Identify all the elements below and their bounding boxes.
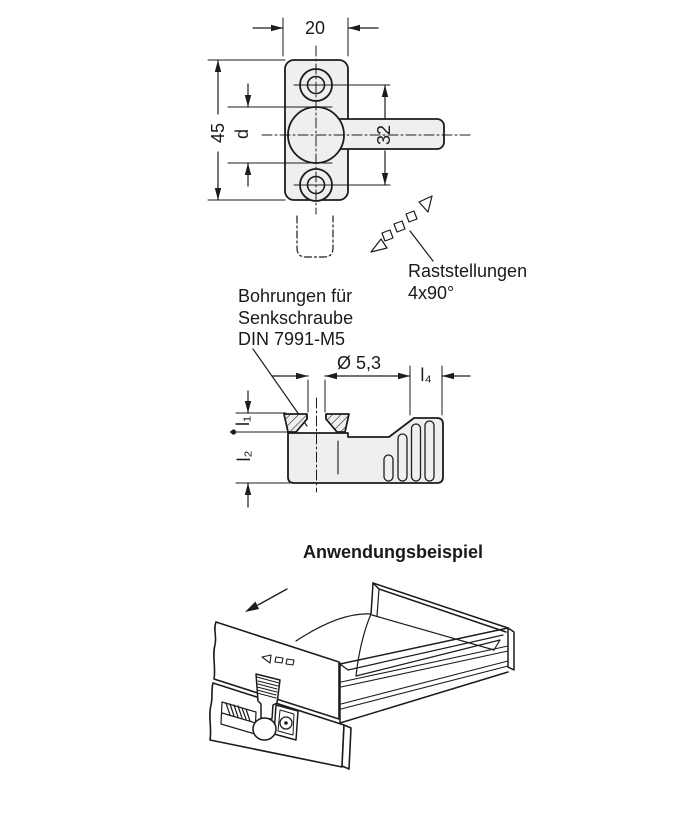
side-view bbox=[229, 348, 471, 508]
dim-label-45: 45 bbox=[208, 122, 228, 144]
upper-rail bbox=[213, 621, 340, 720]
detent-note-line2: 4x90° bbox=[408, 283, 455, 303]
phantom-lever-outline bbox=[296, 215, 334, 258]
motion-arrow-head bbox=[245, 601, 259, 612]
drawer bbox=[295, 582, 515, 724]
dim-label-l2: l₂ bbox=[234, 450, 254, 462]
clamp-mounting-plate bbox=[273, 704, 299, 741]
flange-section bbox=[283, 413, 350, 433]
dim-label-d: d bbox=[232, 128, 252, 140]
application-view bbox=[209, 582, 515, 770]
top-view bbox=[207, 17, 473, 262]
detent-leader-line bbox=[409, 230, 434, 262]
arrowheads-top-view bbox=[214, 24, 389, 200]
motion-arrow-line bbox=[257, 588, 288, 606]
detent-note-line1: Raststellungen bbox=[408, 261, 528, 281]
hole-note-leader-line bbox=[252, 348, 308, 427]
hole-note-line2: Senkschraube bbox=[238, 308, 354, 328]
clamp-lever bbox=[252, 673, 281, 741]
lever-knurling bbox=[256, 676, 280, 699]
hole-note-line3: DIN 7991-M5 bbox=[238, 329, 346, 349]
slide-grooves bbox=[340, 645, 509, 710]
centerlines bbox=[207, 17, 473, 215]
lever-boss bbox=[252, 717, 277, 741]
dim-label-l4: l₄ bbox=[420, 365, 432, 385]
dim-label-diameter: Ø 5,3 bbox=[337, 353, 382, 373]
application-heading: Anwendungsbeispiel bbox=[303, 542, 484, 562]
side-extension-lines bbox=[229, 365, 443, 484]
dimension-dot bbox=[230, 429, 237, 435]
drawer-bottom-sag bbox=[295, 613, 372, 642]
grip-ribs bbox=[383, 420, 435, 482]
hole-note-line1: Bohrungen für bbox=[238, 286, 353, 306]
rail-detent-marks bbox=[261, 654, 295, 666]
clamp-body bbox=[287, 417, 444, 484]
dim-label-20: 20 bbox=[304, 18, 326, 38]
dim-label-l1: l₁ bbox=[233, 415, 253, 427]
arrowheads-side-view bbox=[230, 372, 454, 495]
lower-rail-end-cap bbox=[341, 724, 352, 770]
dim-label-32: 32 bbox=[374, 124, 394, 146]
screw-head bbox=[279, 716, 293, 730]
detent-positions-symbol bbox=[370, 195, 434, 262]
